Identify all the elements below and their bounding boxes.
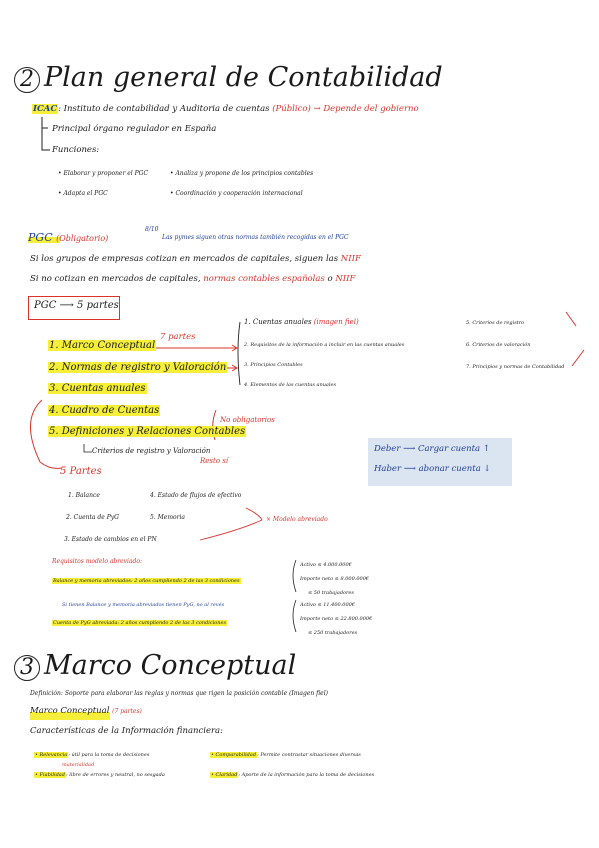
condition: Importe neto ≤ 22.800.000€ [300,616,373,622]
parte-item: 1. Marco Conceptual [48,340,157,351]
caracteristicas: Características de la Información financ… [30,726,223,736]
nocotiza-normas: normas contables españolas [203,274,325,284]
section-title-text: Plan general de Contabilidad [44,62,443,93]
function-item: • Adapta el PGC [58,190,108,197]
deber-haber-box [368,438,512,486]
caract-item: • Comparabilidad: Permite contrastar sit… [210,752,361,758]
condition: ≤ 50 trabajadores [308,590,354,596]
section-number-circle: 3 [14,655,40,681]
pgc-obligatorio: (Obligatorio) [56,234,109,243]
haber-text: Haber ⟶ abonar cuenta ↓ [374,464,491,474]
siete-partes: 7 partes [160,332,196,342]
parte-item: 3. Cuentas anuales [48,383,147,394]
function-item: • Analiza y propone de los principios co… [170,170,314,177]
ca-item: 4. Estado de flujos de efectivo [150,492,242,499]
ca-item: 5. Memoria [150,514,185,521]
marco-item: 1. Cuentas anuales (imagen fiel) [244,318,359,326]
condition: Activo ≤ 4.000.000€ [300,562,352,568]
marco-item-right: 6. Criterios de valoración [466,342,531,348]
function-item: • Coordinación y cooperación internacion… [170,190,303,197]
balance-req: Balance y memoria abreviados: 2 años cum… [52,578,241,584]
caract-item: • Relevancia: útil para la toma de decis… [34,752,150,758]
ca-item: 3. Estado de cambios en el PN [64,536,157,543]
marco-item-right: 7. Principios y normas de Contabilidad [466,364,565,370]
si-tienen: Si tienen Balance y memoria abreviados t… [62,602,225,608]
pgc-label: PGC [28,231,53,244]
pgc-line: PGC (Obligatorio) [28,231,108,244]
condition: Importe neto ≤ 8.000.000€ [300,576,370,582]
grupo-text: Si los grupos de empresas cotizan en mer… [30,254,339,264]
icac-line: ICAC: Instituto de contabilidad y Audito… [32,104,419,114]
caract-item: • Fiabilidad: libre de errores y neutral… [34,772,165,778]
section-number-circle: 2 [14,67,40,93]
section-title-text: Marco Conceptual [44,650,297,681]
marco-conceptual-line: Marco Conceptual (7 partes) [30,706,142,716]
caract-note: materialidad [62,762,95,768]
deber-text: Deber ⟶ Cargar cuenta ↑ [374,444,490,454]
condition: ≤ 250 trabajadores [308,630,358,636]
pgc-partes-text: PGC ⟶ 5 partes [34,300,119,311]
icac-desc: : Instituto de contabilidad y Auditoria … [58,104,270,114]
grupo-niif: NIIF [340,254,361,264]
marco-item: 2. Requisitos de la información a inclui… [244,342,405,348]
nocotiza-line: Si no cotizan en mercados de capitales, … [30,274,355,284]
function-item: • Elaborar y proponer el PGC [58,170,149,177]
funciones-label: Funciones: [52,145,100,155]
marco-item-right: 5. Criterios de registro [466,320,525,326]
icac-label: ICAC [32,104,59,114]
grupo-line: Si los grupos de empresas cotizan en mer… [30,254,361,264]
pgc-note-num: 8/10 [145,226,159,233]
modelo-abreviado: × Modelo abreviado [266,516,328,523]
requisitos-title: Requisitos modelo abreviado: [52,558,143,565]
parte-item: 5. Definiciones y Relaciones Contables [48,426,247,437]
principal-text: Principal órgano regulador en España [52,124,217,134]
marco-item: 4. Elementos de las cuentas anuales [244,382,337,388]
ca-item: 2. Cuenta de PyG [66,514,119,521]
ca-item: 1. Balance [68,492,100,499]
resto-si: Resto sí [200,457,229,465]
nocotiza-o: o [327,274,333,284]
pgc-note: Las pymes siguen otras normas también re… [162,234,349,241]
icac-depende: → Depende del gobierno [313,104,419,114]
icac-public: (Público) [272,104,311,114]
cinco-partes: 5 Partes [60,466,102,477]
definicion: Definición: Soporte para elaborar las re… [30,690,328,697]
pgc-partes-box [28,296,120,320]
nocotiza-niif: NIIF [335,274,356,284]
criterios-sub: Criterios de registro y Valoración [92,447,211,455]
no-obligatorios: No obligatorios [220,416,275,424]
parte-item: 4. Cuadro de Cuentas [48,405,161,416]
cuenta-pyg: Cuenta de PyG abreviada: 2 años cumplien… [52,620,228,626]
nocotiza-text: Si no cotizan en mercados de capitales, [30,274,201,284]
condition: Activo ≤ 11.400.000€ [300,602,356,608]
parte-item: 2. Normas de registro y Valoración [48,362,228,373]
marco-item: 3. Principios Contables [244,362,303,368]
caract-item: • Claridad: Aporte de la información par… [210,772,375,778]
